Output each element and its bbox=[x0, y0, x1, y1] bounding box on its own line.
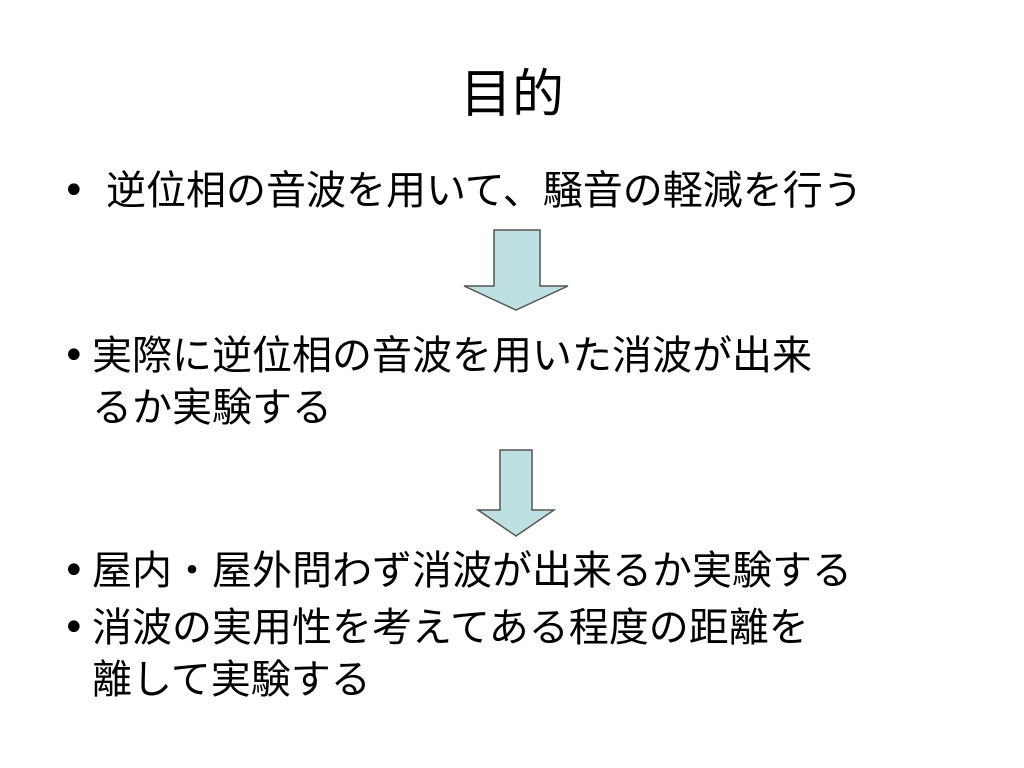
bullet-dot: • bbox=[62, 333, 86, 379]
down-arrow-icon bbox=[475, 449, 557, 537]
bullet-item: • 逆位相の音波を用いて、騒音の軽減を行う bbox=[62, 165, 962, 217]
bullet-dot: • bbox=[62, 548, 86, 594]
bullet-item: • 実際に逆位相の音波を用いた消波が出来 るか実験する bbox=[62, 330, 962, 434]
down-arrow-shape bbox=[463, 229, 569, 311]
slide-title: 目的 bbox=[459, 65, 564, 125]
bullet-text: 逆位相の音波を用いて、騒音の軽減を行う bbox=[106, 168, 863, 214]
bullet-text: 実際に逆位相の音波を用いた消波が出来 るか実験する bbox=[92, 333, 812, 431]
bullet-dot: • bbox=[62, 168, 86, 214]
down-arrow-icon bbox=[463, 229, 569, 311]
down-arrow-shape bbox=[475, 449, 557, 537]
bullet-dot: • bbox=[62, 605, 86, 651]
bullet-item: • 屋内・屋外問わず消波が出来るか実験する bbox=[62, 545, 982, 597]
bullet-item: • 消波の実用性を考えてある程度の距離を 離して実験する bbox=[62, 602, 962, 706]
bullet-text: 消波の実用性を考えてある程度の距離を 離して実験する bbox=[92, 605, 809, 703]
bullet-text: 屋内・屋外問わず消波が出来るか実験する bbox=[92, 548, 852, 594]
